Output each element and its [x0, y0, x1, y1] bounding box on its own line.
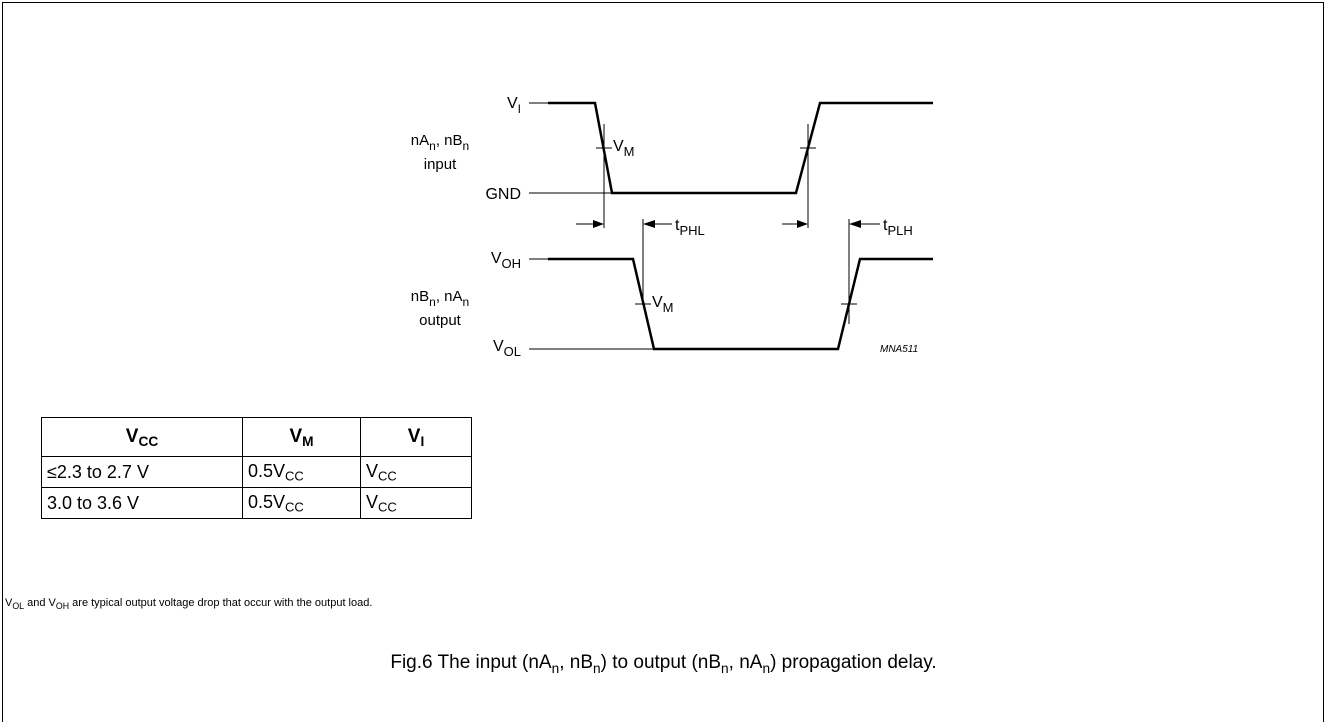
tplh-right-arrow-icon: [849, 220, 861, 228]
header-vi: VI: [360, 417, 472, 457]
tphl-left-arrow-icon: [593, 220, 604, 228]
timing-diagram: VI GND VOH VOL nAn, nBn input nBn, nAn o…: [411, 95, 933, 359]
tplh-left-arrow-icon: [797, 220, 808, 228]
cell-vm: 0.5VCC: [242, 456, 361, 488]
figure-caption: Fig.6 The input (nAn, nBn) to output (nB…: [390, 652, 937, 676]
table-header-row: VCC VM VI: [41, 417, 472, 457]
table-row: ≤2.3 to 2.7 V 0.5VCC VCC: [41, 456, 472, 488]
output-voltage-note: VOL and VOH are typical output voltage d…: [5, 597, 373, 612]
vol-level-label: VOL: [493, 338, 521, 359]
cell-vm: 0.5VCC: [242, 487, 361, 519]
cell-vcc: ≤2.3 to 2.7 V: [41, 456, 243, 488]
cell-vcc: 3.0 to 3.6 V: [41, 487, 243, 519]
input-vm-label: VM: [613, 138, 635, 159]
table-row: 3.0 to 3.6 V 0.5VCC VCC: [41, 487, 472, 519]
vi-level-label: VI: [507, 95, 521, 116]
output-vm-label: VM: [652, 294, 674, 315]
cell-vi: VCC: [360, 487, 472, 519]
header-vm: VM: [242, 417, 361, 457]
input-signal-label: nAn, nBn: [411, 132, 469, 153]
tphl-right-arrow-icon: [643, 220, 655, 228]
figure-code-label: MNA511: [880, 344, 918, 355]
voltage-table: VCC VM VI ≤2.3 to 2.7 V 0.5VCC VCC 3.0 t…: [41, 417, 472, 519]
tplh-label: tPLH: [883, 217, 913, 238]
tphl-label: tPHL: [675, 217, 705, 238]
output-waveform: [548, 257, 933, 351]
cell-vi: VCC: [360, 456, 472, 488]
voh-level-label: VOH: [491, 250, 521, 271]
output-signal-caption: output: [419, 312, 462, 329]
input-signal-caption: input: [424, 156, 457, 173]
header-vcc: VCC: [41, 417, 243, 457]
input-waveform: [548, 101, 933, 195]
gnd-level-label: GND: [485, 186, 521, 203]
output-signal-label: nBn, nAn: [411, 288, 469, 309]
